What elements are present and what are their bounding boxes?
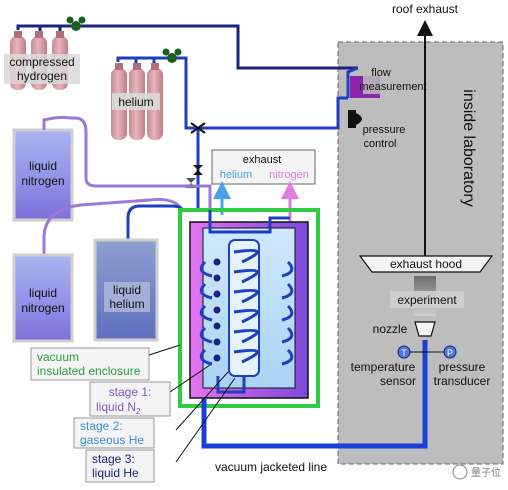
stage1-line1: stage 1: xyxy=(109,385,152,399)
watermark: 量子位 xyxy=(452,464,501,480)
exhaust-hood-label: exhaust hood xyxy=(390,257,462,271)
exhaust-helium-label: helium xyxy=(220,169,252,181)
hydrogen-label-bg xyxy=(4,54,80,84)
helium-label-bg xyxy=(112,93,160,110)
helium-coil-input xyxy=(208,210,290,234)
temperature-sensor-line2: sensor xyxy=(380,374,416,388)
pressure-transducer-line2: transducer xyxy=(434,374,491,388)
inside-laboratory-label: inside laboratory xyxy=(460,89,477,206)
nozzle-label: nozzle xyxy=(373,322,408,336)
laboratory-panel xyxy=(337,41,504,465)
vacuum-enclosure xyxy=(178,208,320,408)
liquid-helium-line2: helium xyxy=(109,297,144,311)
stage1-callout xyxy=(89,381,171,417)
pressure-transducer-line1: pressure xyxy=(439,360,486,374)
vacuum-enclosure-callout xyxy=(30,347,150,381)
stage1-coil-left xyxy=(199,260,213,366)
temperature-symbol: T xyxy=(401,348,407,358)
exhaust-label: exhaust xyxy=(243,154,282,166)
pressure-symbol: P xyxy=(447,348,453,358)
roof-exhaust-label: roof exhaust xyxy=(392,2,459,16)
flow-label-line2: measurement xyxy=(359,81,426,93)
stage2-line1: stage 2: xyxy=(80,419,123,433)
temperature-sensor-icon xyxy=(397,345,411,359)
vacuum-enclosure-line1: vacuum xyxy=(37,350,79,364)
leader-lines xyxy=(148,344,236,463)
heat-exchanger-dots xyxy=(213,258,221,362)
watermark-text: 量子位 xyxy=(471,466,501,479)
stage2-line2: gaseous He xyxy=(80,433,144,447)
temperature-sensor-line1: temperature xyxy=(351,360,416,374)
liquid-nitrogen-bottom-line2: nitrogen xyxy=(21,301,64,315)
hydrogen-label-line2: hydrogen xyxy=(17,69,67,83)
stage3-callout xyxy=(85,449,155,483)
stage3-line2: liquid He xyxy=(92,466,139,480)
flow-label-line1: flow xyxy=(371,67,391,79)
liquid-nitrogen-top-line1: liquid xyxy=(29,159,57,173)
pressure-transducer-icon xyxy=(443,345,457,359)
vacuum-jacketed-line-label: vacuum jacketed line xyxy=(215,460,327,474)
helium-valve-icon xyxy=(162,48,182,63)
liquid-helium-line1: liquid xyxy=(113,283,141,297)
hydrogen-label-line1: compressed xyxy=(9,55,74,69)
liquid-nitrogen-bottom-line1: liquid xyxy=(29,286,57,300)
vacuum-enclosure-line2: insulated enclosure xyxy=(37,364,141,378)
stage3-line1: stage 3: xyxy=(92,452,135,466)
junction-valve-icon xyxy=(190,122,206,134)
stage2-callout xyxy=(73,417,155,449)
liquid-nitrogen-dewar-bottom xyxy=(12,253,74,343)
stage1-line2: liquid N2 xyxy=(96,400,141,416)
pressure-control-line2: control xyxy=(363,138,396,150)
liquid-helium-label-bg xyxy=(104,282,150,312)
nitrogen-line-bottom xyxy=(42,198,184,255)
exhaust-nitrogen-label: nitrogen xyxy=(269,169,309,181)
exhaust-box xyxy=(211,149,316,185)
liquid-nitrogen-dewar-top xyxy=(12,128,74,222)
nitrogen-line-top xyxy=(42,115,212,210)
pressure-control-icon xyxy=(348,110,362,128)
experiment-label: experiment xyxy=(397,293,457,307)
exhaust-hood xyxy=(358,255,494,273)
experiment-label-bg xyxy=(390,291,464,308)
stage1-coil-right xyxy=(281,260,294,366)
liquid-nitrogen-top-line2: nitrogen xyxy=(21,174,64,188)
nozzle-icon xyxy=(414,321,436,337)
cryostat-outlet xyxy=(216,376,246,394)
helium-transfer-line xyxy=(126,204,184,280)
hydrogen-valve-icon xyxy=(66,16,86,31)
cryostat-coil xyxy=(233,248,259,364)
helium-label: helium xyxy=(118,95,153,109)
flow-label-bg xyxy=(363,64,421,94)
pressure-control-line1: pressure xyxy=(363,124,406,136)
